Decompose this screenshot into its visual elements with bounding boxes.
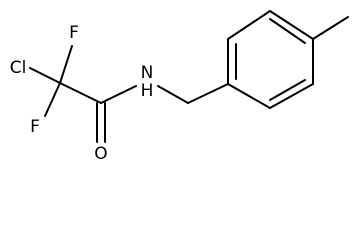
bond-ftop-c [59, 45, 73, 84]
ring-bond-3 [269, 10, 314, 40]
ring-bond-5 [269, 83, 314, 109]
bond-cl-c [29, 67, 61, 84]
ring-bond-2 [227, 10, 271, 40]
ring-bond-6 [227, 83, 271, 109]
ring-inner-bond-3 [269, 79, 306, 101]
atom-o-label: O [94, 144, 107, 164]
bond-ring-methyl [312, 16, 349, 40]
bond-fbottom-c [44, 82, 61, 117]
atom-f-bottom-label: F [30, 117, 40, 137]
atom-cl-label: Cl [10, 58, 27, 78]
bond-c-carbonyl [59, 82, 102, 104]
bond-n-ch2 [157, 85, 189, 104]
bond-ch2-ring [187, 83, 229, 104]
atom-n-label: N [141, 63, 154, 83]
atom-h-label: H [141, 81, 154, 101]
ring-inner-bond-2 [269, 18, 306, 44]
atom-f-top-label: F [69, 23, 79, 43]
chemical-structure: Cl F F N H O [10, 10, 349, 164]
bond-carbonyl-n [100, 85, 137, 104]
